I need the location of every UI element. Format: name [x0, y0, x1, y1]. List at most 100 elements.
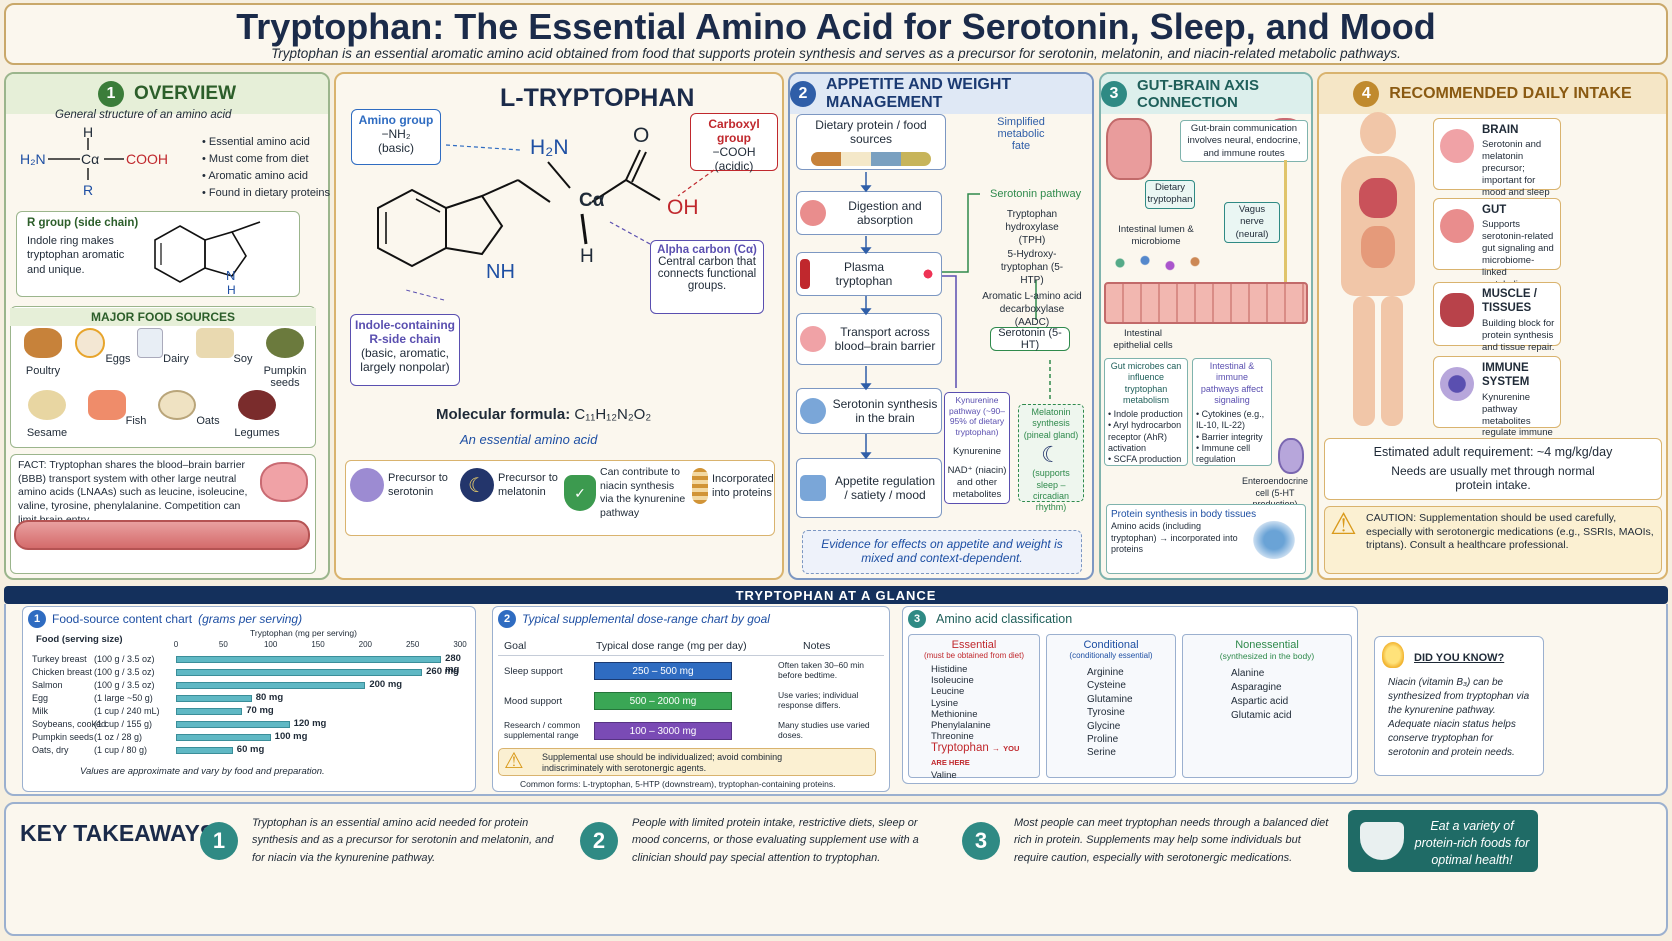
food-fish: Fish — [86, 390, 148, 427]
rgroup-text: Indole ring makes tryptophan aromatic an… — [27, 235, 125, 276]
dose-range-bar: 100 – 3000 mg — [594, 722, 732, 740]
takeaway-cta-text: Eat a variety of protein-rich foods for … — [1414, 819, 1530, 867]
step-serotonin-synthesis: Serotonin synthesis in the brain — [796, 388, 942, 434]
food-bar-value: 280 mg — [445, 653, 461, 675]
brain-icon — [260, 462, 308, 502]
food-chart-note: Values are approximate and vary by food … — [80, 766, 325, 777]
immune-pathways-box: Intestinal & immune pathways affect sign… — [1192, 358, 1272, 466]
overview-bullets: Essential amino acid Must come from diet… — [202, 134, 330, 202]
role-proteins: Incorporated into proteins — [692, 468, 778, 504]
requirement-box: Estimated adult requirement: ~4 mg/kg/da… — [1324, 438, 1662, 500]
amino-ca: Cα — [81, 151, 100, 167]
microbes-box: Gut microbes can influence tryptophan me… — [1104, 358, 1188, 466]
essential-amino-acid: Methionine — [931, 708, 978, 720]
food-chart-title: Food-source content chart — [52, 612, 193, 626]
dose-note: Often taken 30–60 min before bedtime. — [778, 660, 865, 681]
dose-header-goal: Goal — [504, 640, 527, 652]
immune-list: Cytokines (e.g., IL-10, IL-22) Barrier i… — [1196, 409, 1268, 465]
food-row-label: Salmon(100 g / 3.5 oz) — [32, 680, 192, 690]
evidence-note: Evidence for effects on appetite and wei… — [802, 530, 1082, 574]
pumpkin-seed-icon — [266, 328, 304, 358]
kynurenine-pathway-label: Kynurenine pathway (~90–95% of dietary t… — [949, 395, 1005, 437]
food-row-label: Turkey breast(100 g / 3.5 oz) — [32, 654, 192, 664]
classification-title: Amino acid classification — [936, 612, 1073, 626]
enzyme-aadc: Aromatic L-amino acid decarboxylase (AAD… — [982, 291, 1082, 328]
poultry-icon — [24, 328, 62, 358]
conditional-column: Conditional (conditionally essential) Ar… — [1046, 634, 1176, 778]
alpha-carbon-text: Central carbon that connects functional … — [657, 256, 757, 292]
food-name: Pumpkin seeds — [32, 732, 94, 742]
indole-side-chain-title: Indole-containing R-side chain — [355, 318, 455, 346]
muscle-icon — [1440, 293, 1474, 327]
amino-r: R — [83, 182, 94, 198]
conditional-amino-acid: Glycine — [1087, 720, 1121, 732]
formula-label: Molecular formula: — [436, 406, 571, 423]
essential-note: (must be obtained from diet) — [923, 651, 1025, 660]
food-serving: (1 cup / 80 g) — [94, 745, 148, 755]
food-legumes: Legumes — [226, 390, 288, 439]
axis-tick-label: 250 — [405, 640, 420, 649]
food-name: Soybeans, cooked — [32, 719, 107, 729]
nonessential-amino-acid: Asparagine — [1231, 682, 1282, 693]
axis-tick-label: 150 — [311, 640, 325, 649]
dose-row: Mood support 500 – 2000 mg Use varies; i… — [498, 688, 884, 718]
dose-warning-box — [498, 748, 876, 776]
dose-goal: Sleep support — [504, 666, 563, 677]
structure-h2n: H₂N — [530, 136, 569, 159]
fate-label: Simplified metabolic fate — [997, 116, 1045, 152]
kynurenine-box: Kynurenine pathway (~90–95% of dietary t… — [944, 392, 1010, 504]
dose-forms-text: Common forms: L-tryptophan, 5-HTP (downs… — [520, 779, 836, 789]
dose-header-range: Typical dose range (mg per day) — [596, 640, 747, 652]
structure-oh: OH — [667, 196, 699, 219]
dose-range-bar: 500 – 2000 mg — [594, 692, 732, 710]
page-title: Tryptophan: The Essential Amino Acid for… — [236, 6, 1436, 47]
dose-chart-heading: 2 Typical supplemental dose-range chart … — [498, 610, 770, 628]
intake-header: 4 RECOMMENDED DAILY INTAKE — [1319, 74, 1666, 114]
tryptophan-skeletal-structure — [377, 144, 715, 301]
amino-group-title: Amino group — [358, 113, 434, 127]
food-bar — [176, 734, 271, 741]
food-bar — [176, 708, 243, 715]
food-soy: Soy — [193, 328, 255, 365]
structure-ca: Cα — [579, 190, 605, 211]
gut-icon — [1440, 209, 1474, 243]
appetite-heading: APPETITE AND WEIGHT MANAGEMENT — [826, 76, 1012, 111]
axis-tick-label: 0 — [173, 640, 179, 649]
formula-value: C₁₁H₁₂N₂O₂ — [574, 406, 652, 423]
carboxyl-group-box: Carboxyl group −COOH (acidic) — [690, 113, 778, 173]
food-bar — [176, 669, 423, 676]
human-body-icon — [1330, 112, 1426, 432]
step-plasma: Plasma tryptophan — [796, 252, 942, 296]
food-chart-col-label: Food (serving size) — [36, 634, 123, 645]
gut-heading: GUT-BRAIN AXIS CONNECTION — [1137, 77, 1259, 111]
tryptophan-highlight: Tryptophan → YOU ARE HERE — [931, 742, 1020, 767]
essential-caption: An essential amino acid — [460, 432, 598, 447]
food-name: Turkey breast — [32, 654, 87, 664]
amino-h: H — [83, 124, 94, 140]
food-sources-heading: MAJOR FOOD SOURCES — [10, 308, 316, 326]
food-serving: (100 g / 3.5 oz) — [94, 667, 155, 677]
role-serotonin: Precursor to serotonin — [350, 468, 450, 502]
food-name: Chicken breast — [32, 667, 93, 677]
amino-h2n: H₂N — [20, 151, 46, 167]
structure-caption: General structure of an amino acid — [55, 109, 232, 121]
takeaway-text: People with limited protein intake, rest… — [632, 817, 919, 864]
food-bar-value: 100 mg — [274, 731, 308, 742]
food-row-label: Oats, dry(1 cup / 80 g) — [32, 745, 192, 755]
food-serving: (1 cup / 155 g) — [94, 719, 153, 729]
page-subtitle: Tryptophan is an essential aromatic amin… — [271, 46, 1401, 61]
intake-number: 4 — [1353, 81, 1380, 107]
food-row-label: Egg(1 large ~50 g) — [32, 693, 192, 703]
carboxyl-group-note: (acidic) — [714, 159, 754, 173]
structure-o: O — [633, 124, 650, 147]
gut-number: 3 — [1101, 81, 1127, 107]
amino-group-note: (basic) — [377, 141, 414, 155]
melatonin-note: (supports sleep – circadian rhythm) — [1032, 468, 1070, 512]
food-sesame: Sesame — [16, 390, 78, 439]
nonessential-title: Nonessential — [1235, 639, 1299, 651]
protein-synthesis-text: Amino acids (including tryptophan) → inc… — [1111, 521, 1238, 555]
food-serving: (1 oz / 28 g) — [94, 732, 143, 742]
